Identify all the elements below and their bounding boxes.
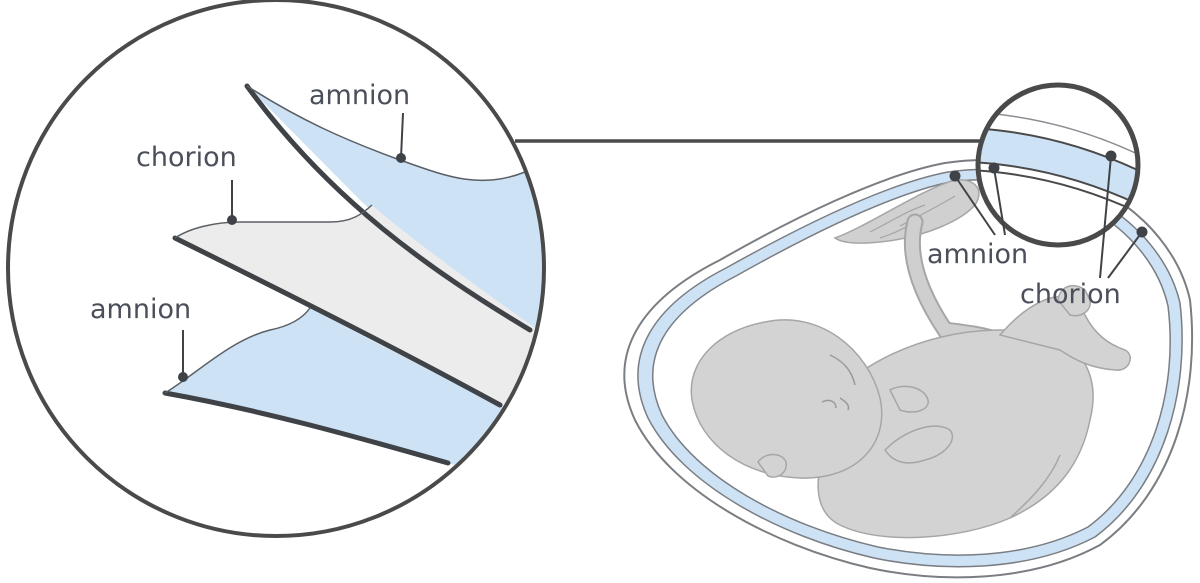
zoom-amnion-top-layer [247, 86, 544, 345]
zoom-chorion-layer [175, 205, 544, 440]
zoom-amnion-bottom-layer [165, 308, 544, 500]
womb-amnion-pointer [949, 162, 1006, 236]
fetus-ear [757, 453, 787, 478]
fetus [690, 284, 1131, 539]
womb-amnion-label: amnion [927, 239, 1029, 270]
zoom-amnion-top-edge [244, 83, 533, 333]
womb-chorion-label: chorion [1020, 279, 1121, 310]
zoom-chorion-pointer [227, 180, 237, 225]
womb [623, 159, 1194, 579]
zoom-chorion-edge [172, 235, 503, 408]
fetus-head [690, 319, 883, 479]
small-magnifier [975, 82, 1141, 248]
zoom-amnion-bottom-pointer [178, 330, 188, 382]
fetus-leg [998, 295, 1131, 371]
zoom-amnion-bottom-edge [162, 390, 451, 466]
zoom-amnion-top-label: amnion [309, 80, 411, 111]
womb-chorion-pointer [1099, 150, 1148, 279]
zoom-circle [6, 0, 546, 538]
zoom-amnion-bottom-label: amnion [90, 294, 192, 325]
zoom-amnion-top-pointer [396, 112, 406, 163]
fetus-body [817, 329, 1094, 539]
fetus-foot [1057, 284, 1091, 317]
zoom-chorion-label: chorion [136, 142, 237, 173]
fetus-hand [889, 385, 929, 413]
fetus-arm [884, 425, 954, 464]
